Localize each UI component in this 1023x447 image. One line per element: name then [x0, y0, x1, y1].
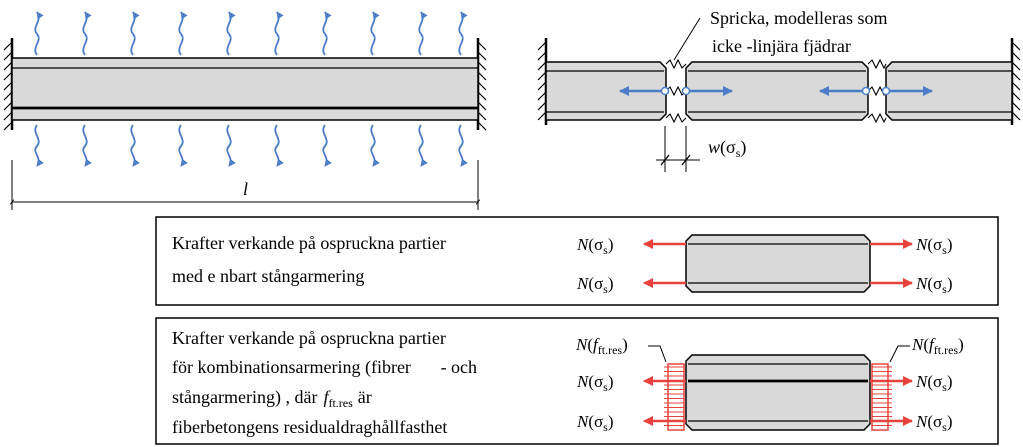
left-beam-body [11, 57, 479, 121]
shrinkage-arrow-up [458, 11, 468, 56]
box1-force-bottom-right: N(σs) [915, 274, 953, 296]
shrinkage-arrows-top [34, 11, 468, 56]
shrinkage-arrow-up [322, 11, 332, 56]
shrinkage-arrow-down [418, 124, 428, 167]
shrinkage-arrows-bottom [34, 124, 468, 167]
fiber-stress-block-right [871, 363, 892, 431]
crack-label-leader [673, 17, 701, 61]
box2-force-bottom-right: N(σs) [915, 412, 953, 434]
box2-segment [685, 354, 871, 431]
shrinkage-arrow-up [34, 11, 44, 56]
shrinkage-arrow-up [178, 11, 188, 56]
segment-3 [885, 61, 1013, 121]
box2-line4: fiberbetongens residualdraghållfasthet [172, 417, 447, 437]
box2-fiber-force-left: N(fft.res) [575, 335, 628, 357]
shrinkage-arrow-down [178, 124, 188, 167]
crack-label-line1: Spricka, modelleras som [710, 8, 887, 28]
shrinkage-arrow-down [458, 124, 468, 167]
shrinkage-arrow-down [322, 124, 332, 167]
crack-label-line2: icke -linjära fjädrar [712, 36, 851, 56]
crack-width-label: w(σs) [708, 137, 746, 160]
box1-force-top-left: N(σs) [576, 235, 614, 257]
shrinkage-arrow-down [130, 124, 140, 167]
fiber-stress-outline [667, 363, 685, 431]
box2-force-bottom-left: N(σs) [576, 412, 614, 434]
length-label: l [243, 179, 248, 199]
shrinkage-arrow-down [82, 124, 92, 167]
box1-line2: med e nbart stångarmering [172, 266, 364, 286]
segment-2 [685, 61, 869, 121]
shrinkage-arrow-down [226, 124, 236, 167]
fiber-stress-block-left [664, 363, 685, 431]
fiber-leader-right [889, 345, 910, 363]
right-diagram-right-hatch [1011, 41, 1021, 121]
shrinkage-arrow-down [34, 124, 44, 167]
shrinkage-arrow-up [274, 11, 284, 56]
box1-force-bottom-left: N(σs) [576, 274, 614, 296]
fiber-stress-outline [871, 363, 889, 431]
right-cracked-beam-diagram: Spricka, modelleras som icke -linjära fj… [537, 8, 1021, 172]
box-combined-reinforcement: Krafter verkande på ospruckna partier fö… [155, 317, 999, 445]
left-wall-hatch [3, 41, 13, 131]
shrinkage-arrow-up [418, 11, 428, 56]
left-beam-diagram: l [3, 11, 487, 210]
box1-segment [685, 234, 871, 293]
segment-1 [545, 61, 667, 121]
box2-fiber-force-right: N(fft.res) [911, 335, 964, 357]
shrinkage-arrow-down [274, 124, 284, 167]
shrinkage-arrow-down [370, 124, 380, 167]
box2-line1: Krafter verkande på ospruckna partier [172, 328, 446, 348]
fiber-leader-left [648, 345, 667, 363]
box2-line2: för kombinationsarmering (fibrer- och [172, 357, 477, 378]
box-rebar-only: Krafter verkande på ospruckna partier me… [155, 216, 999, 306]
shrinkage-arrow-up [82, 11, 92, 56]
right-wall-hatch [477, 41, 487, 131]
box2-force-top-left: N(σs) [576, 372, 614, 394]
box1-force-top-right: N(σs) [915, 235, 953, 257]
right-diagram-left-hatch [537, 41, 547, 121]
shrinkage-arrow-up [370, 11, 380, 56]
box2-force-top-right: N(σs) [915, 372, 953, 394]
shrinkage-arrow-up [226, 11, 236, 56]
crack-force-arrows [619, 86, 933, 96]
box1-line1: Krafter verkande på ospruckna partier [172, 233, 446, 253]
shrinkage-arrow-up [130, 11, 140, 56]
